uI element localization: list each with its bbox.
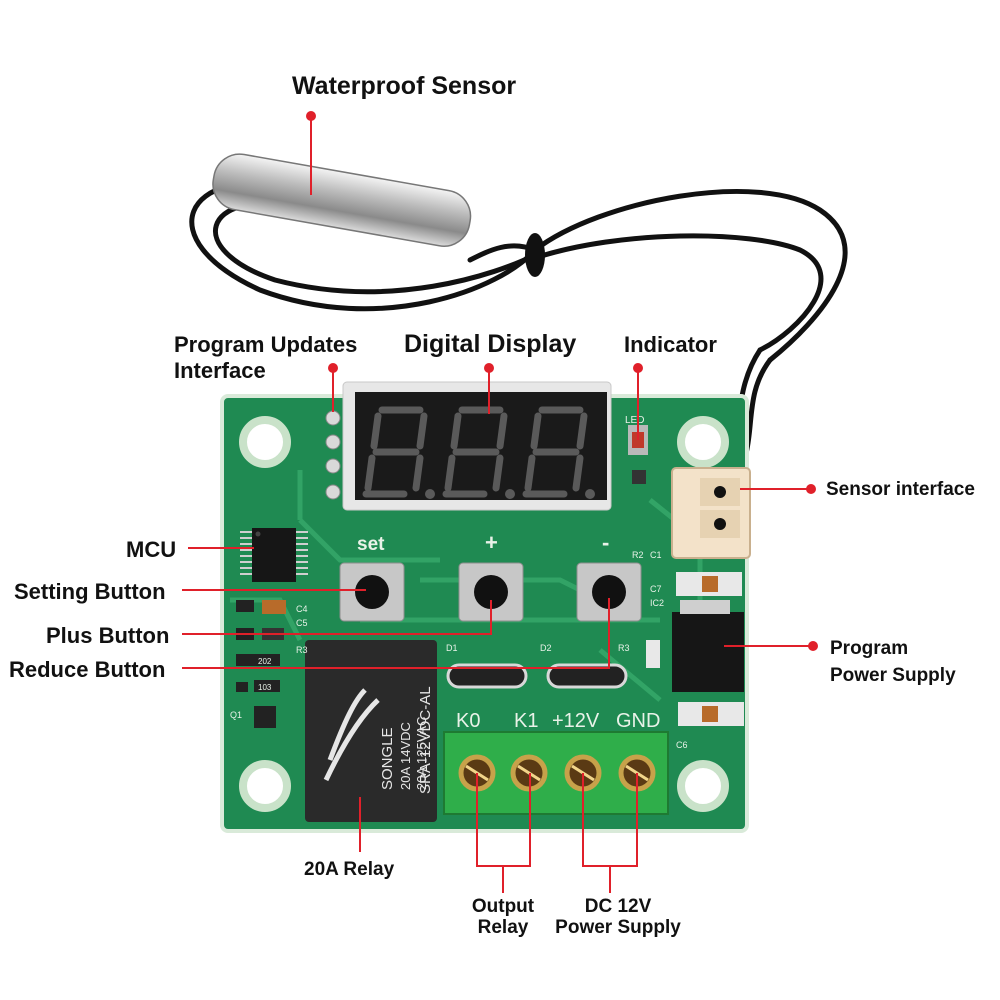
board-silkscreen: set + - LED K0 K1 +12V GND R2 C1 C7 IC2 … [230,415,688,794]
comp-label: C6 [676,740,688,750]
relay-model: SRA-12VDC-AL [417,686,434,794]
comp-label: 202 [258,657,272,666]
comp-label: IC2 [650,598,664,608]
label-20a-relay: 20A Relay [304,859,395,880]
relay-brand: SONGLE [379,727,396,790]
label-waterproof-sensor: Waterproof Sensor [292,72,517,100]
sensor-connector [671,467,751,559]
relay-rating-ac: 20A 125VAC [414,717,429,790]
led-label: LED [625,415,644,426]
sensor-probe [212,153,472,247]
label-plus-button: Plus Button [46,623,170,648]
label-program-power-line1: Program [830,638,909,659]
label-dc-power-line2: Power Supply [555,917,681,938]
comp-label: R2 [632,550,644,560]
comp-label: C7 [650,584,662,594]
digital-display [342,381,612,511]
comp-label: R3 [296,645,308,655]
relay [305,640,437,822]
minus-label: - [602,530,609,555]
diodes [446,663,628,689]
mcu-chip [240,528,308,582]
callout-pointers [182,116,813,893]
callout-dots [306,111,818,651]
label-program-power-line2: Power Supply [830,665,956,686]
terminal-label-k0: K0 [456,710,480,732]
label-reduce-button: Reduce Button [9,657,166,682]
label-setting-button: Setting Button [14,579,166,604]
program-header-pins [325,410,341,500]
cable-tie [525,233,545,277]
power-regulator [646,572,744,726]
label-digital-display: Digital Display [404,330,577,358]
tact-buttons [339,562,642,622]
relay-rating-dc: 20A 14VDC [398,722,413,790]
comp-label: Q1 [230,710,242,720]
label-indicator: Indicator [624,332,717,357]
comp-label: C5 [296,618,308,628]
smd-components [236,600,286,728]
comp-label: R3 [618,643,630,653]
set-label: set [357,534,385,555]
terminal-label-12v: +12V [552,710,600,732]
terminal-label-k1: K1 [514,710,538,732]
comp-label: D1 [446,643,458,653]
comp-label: 103 [258,683,272,692]
comp-label: C1 [650,550,662,560]
comp-label: C4 [296,604,308,614]
label-sensor-interface: Sensor interface [826,479,975,500]
label-output-relay-line1: Output [471,896,535,917]
relay-markings: SONGLE 20A 14VDC 20A 125VAC [379,717,429,790]
label-dc-power-line1: DC 12V [584,896,652,917]
comp-label: D2 [540,643,552,653]
label-mcu: MCU [126,537,177,562]
label-program-updates-line2: Interface [174,358,266,383]
label-program-updates-line1: Program Updates [174,332,358,357]
terminal-label-gnd: GND [616,710,660,732]
label-output-relay-line2: Relay [477,917,529,938]
plus-label: + [485,530,498,555]
